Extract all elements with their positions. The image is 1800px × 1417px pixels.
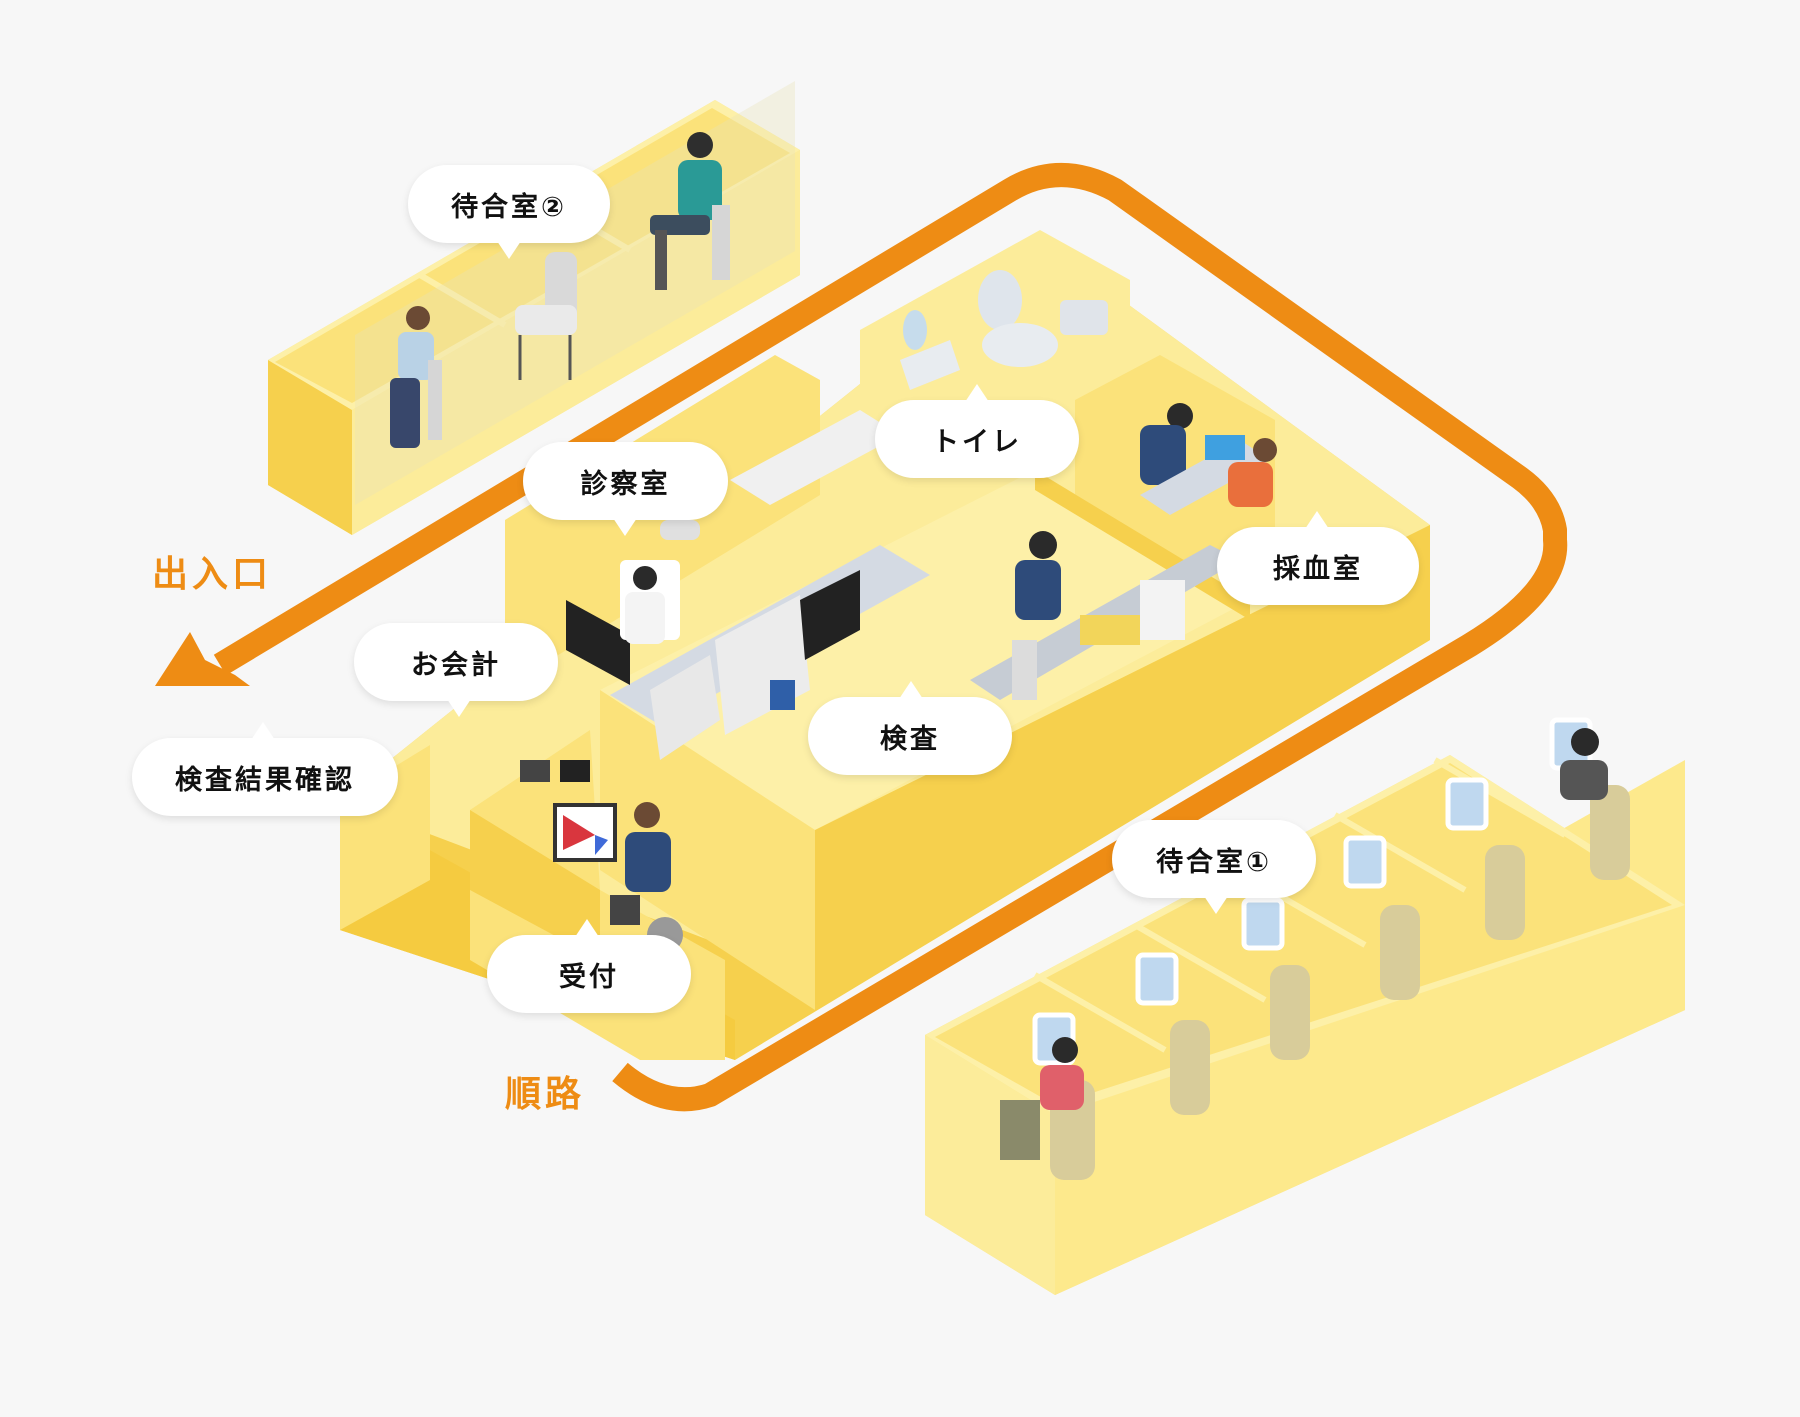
label-text: 待合室② <box>451 191 567 223</box>
person-seated-man <box>650 132 730 290</box>
label-checkout: お会計 <box>354 623 558 717</box>
toilet-fixture <box>900 270 1108 390</box>
bubble-tail <box>447 699 471 717</box>
entrance-label: 出入口 <box>152 554 273 595</box>
lab-technician <box>1012 531 1185 700</box>
label-text: 採血室 <box>1273 553 1363 585</box>
bubble-tail <box>575 919 599 937</box>
label-waiting-room-2: 待合室② <box>408 165 610 259</box>
label-reception: 受付 <box>487 919 691 1013</box>
label-text: 診察室 <box>580 468 671 500</box>
person-waiting-man <box>1560 728 1608 800</box>
label-text: 受付 <box>559 961 619 993</box>
waiting-room-2-block <box>268 81 800 535</box>
label-text: 検査結果確認 <box>175 764 355 796</box>
label-exam-room: 診察室 <box>523 442 728 536</box>
exit-arrowhead <box>155 632 250 686</box>
label-blood-draw-room: 採血室 <box>1217 511 1419 605</box>
bubble-tail <box>899 681 923 699</box>
empty-chair <box>515 252 577 380</box>
label-text: トイレ <box>932 426 1022 458</box>
bubble-tail <box>613 518 637 536</box>
main-clinic-block <box>340 230 1430 1060</box>
label-toilet: トイレ <box>875 384 1079 478</box>
person-waiting-woman <box>1000 1037 1084 1160</box>
label-test-results: 検査結果確認 <box>132 722 398 816</box>
bubble-tail <box>965 384 989 402</box>
bubble-tail <box>1305 511 1329 529</box>
patient-route <box>155 163 1568 1112</box>
blood-draw-staff <box>1140 403 1277 515</box>
label-lab-test: 検査 <box>808 681 1012 775</box>
label-text: お会計 <box>411 649 501 681</box>
exam-doctor <box>625 410 900 644</box>
label-text: 検査 <box>880 723 940 755</box>
bubble-tail <box>497 241 521 259</box>
bubble-tail <box>251 722 275 740</box>
label-text: 待合室① <box>1156 846 1272 878</box>
route-label: 順路 <box>505 1074 586 1115</box>
bubble-tail <box>1204 896 1228 914</box>
label-waiting-room-1: 待合室① <box>1112 820 1316 914</box>
person-seated-woman <box>390 306 442 448</box>
lab-equipment <box>650 570 860 760</box>
